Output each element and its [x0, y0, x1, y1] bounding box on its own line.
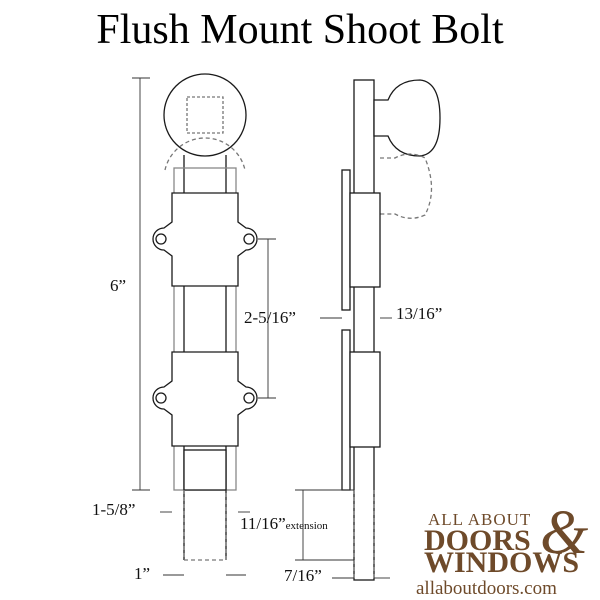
- logo-line3: WINDOWS: [424, 546, 580, 579]
- logo-url: allaboutdoors.com: [416, 578, 557, 599]
- dim-extension-value: 11/16”: [240, 514, 286, 533]
- upper-plate-side: [341, 169, 351, 311]
- dim-bottom-width: 1-5/8”: [92, 500, 136, 519]
- upper-screw-hole-left: [155, 233, 167, 245]
- lower-screw-hole-left: [155, 392, 167, 404]
- dim-extension: 11/16”extension: [240, 514, 328, 534]
- knob-side: [373, 79, 441, 157]
- upper-housing-side: [349, 192, 381, 288]
- upper-bracket: [152, 192, 258, 287]
- dim-height: 6”: [110, 276, 127, 295]
- logo-line2: DOORS: [424, 524, 531, 557]
- lower-housing-side: [349, 351, 381, 448]
- lower-bracket: [152, 351, 258, 447]
- knob-hidden-slot: [186, 96, 224, 134]
- bolt-extension-hidden: [183, 490, 227, 561]
- dim-extension-word: extension: [285, 520, 328, 532]
- page-title: Flush Mount Shoot Bolt: [96, 7, 504, 53]
- dim-bolt-width: 1”: [134, 564, 151, 583]
- side-rod: [353, 79, 375, 581]
- brand-logo: ALL ABOUT & DOORS WINDOWS allaboutdoors.…: [414, 499, 600, 600]
- logo-line1: ALL ABOUT: [428, 510, 532, 529]
- knob-hidden-position: [164, 137, 246, 171]
- dim-bolt-side: 7/16”: [284, 566, 322, 585]
- dim-depth: 13/16”: [396, 304, 443, 323]
- knob-front: [163, 73, 247, 157]
- upper-screw-hole-right: [243, 233, 255, 245]
- lower-screw-hole-right: [243, 392, 255, 404]
- lower-plate-side: [341, 329, 351, 491]
- logo-ampersand: &: [540, 499, 589, 567]
- dim-hole-spacing: 2-5/16”: [244, 308, 296, 327]
